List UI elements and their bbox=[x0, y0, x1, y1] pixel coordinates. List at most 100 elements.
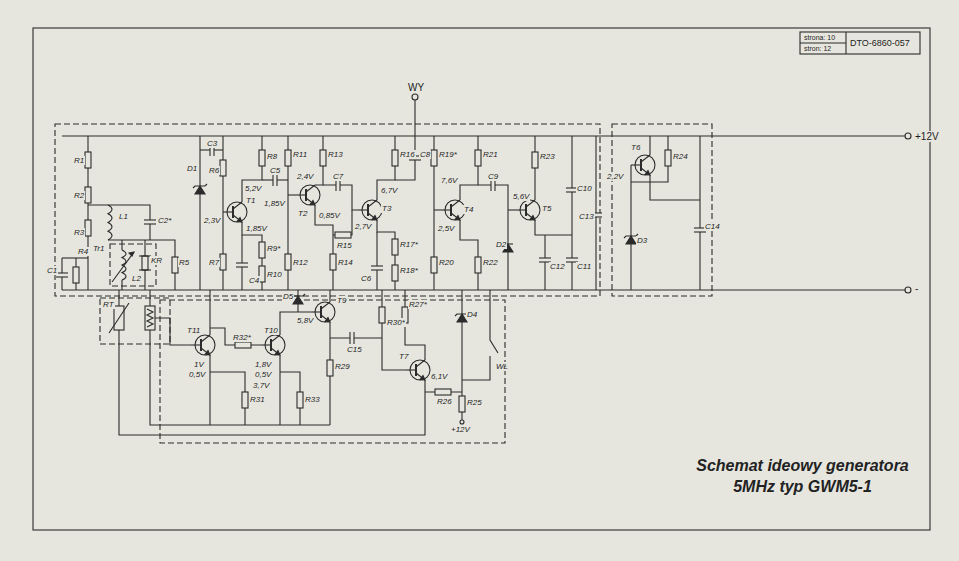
component-label: R16 bbox=[399, 150, 416, 159]
component-label: R9* bbox=[266, 244, 281, 253]
component-label: R1 bbox=[73, 156, 85, 165]
component-label: C6 bbox=[360, 274, 372, 283]
wire bbox=[144, 270, 145, 290]
component-label: 1,8V bbox=[254, 360, 272, 369]
wire bbox=[650, 175, 700, 200]
component-label: KR bbox=[150, 256, 163, 265]
diode-symbol bbox=[193, 184, 207, 194]
component-label: C5 bbox=[269, 166, 281, 175]
component-label: T4 bbox=[463, 205, 474, 214]
supply-rail bbox=[905, 287, 911, 293]
component-label: R33 bbox=[304, 395, 321, 404]
component-label: T9 bbox=[336, 296, 347, 305]
wire bbox=[630, 165, 631, 290]
component-label: R2 bbox=[73, 191, 85, 200]
component-label: R23 bbox=[539, 152, 556, 161]
component-label: C9 bbox=[487, 172, 499, 181]
wire bbox=[62, 94, 700, 435]
component-label: D3 bbox=[636, 236, 648, 245]
wire bbox=[376, 232, 377, 290]
resistor-symbol bbox=[392, 150, 398, 166]
resistor-symbol bbox=[431, 150, 437, 166]
component-label: R25 bbox=[466, 398, 483, 407]
wire bbox=[288, 194, 296, 195]
wire bbox=[460, 136, 478, 200]
component-label: D4 bbox=[466, 310, 478, 319]
resistor-symbol bbox=[73, 150, 671, 412]
component-label: 1V bbox=[193, 360, 205, 369]
capacitor-symbol bbox=[56, 144, 706, 344]
component-label: R32* bbox=[232, 333, 252, 342]
module-outline bbox=[100, 298, 170, 344]
component-label: 2,3V bbox=[203, 216, 221, 225]
component-label: 2,4V bbox=[296, 172, 314, 181]
resistor-symbol bbox=[85, 220, 91, 236]
component-label: R4 bbox=[77, 247, 89, 256]
resistor-symbol bbox=[73, 267, 79, 283]
component-label: 2,2V bbox=[606, 172, 624, 181]
resistor-symbol bbox=[320, 150, 326, 166]
transistor-symbol bbox=[191, 335, 215, 355]
capacitor-symbol bbox=[350, 332, 354, 344]
module-outline bbox=[160, 300, 505, 443]
wire bbox=[108, 240, 175, 290]
component-label: L2 bbox=[131, 274, 142, 283]
wire bbox=[490, 290, 498, 353]
supply-rail bbox=[905, 133, 911, 139]
wire bbox=[119, 330, 425, 435]
wire bbox=[88, 205, 150, 240]
title-block-cell: strona: 10 bbox=[803, 34, 836, 42]
component-label: 3,7V bbox=[252, 381, 270, 390]
resistor-symbol bbox=[259, 150, 265, 166]
wire bbox=[462, 356, 490, 380]
title-block-cell: stron: 12 bbox=[803, 45, 832, 53]
wire bbox=[144, 240, 145, 256]
resistor-symbol bbox=[285, 254, 291, 270]
component-label: 2,5V bbox=[437, 224, 455, 233]
wire bbox=[108, 205, 112, 240]
component-label: R18* bbox=[399, 266, 419, 275]
component-label: C15 bbox=[346, 345, 363, 354]
component-label: C3 bbox=[206, 139, 218, 148]
wire bbox=[535, 220, 572, 235]
component-label: D2 bbox=[495, 240, 507, 249]
wire bbox=[478, 185, 508, 290]
component-label: R7 bbox=[208, 258, 220, 267]
wire bbox=[121, 280, 122, 290]
module-outline bbox=[110, 244, 156, 286]
resistor-symbol bbox=[297, 392, 303, 408]
wire bbox=[412, 94, 418, 100]
drawing-title: Schemat ideowy generatora 5MHz typ GWM5-… bbox=[680, 455, 925, 497]
wire bbox=[329, 290, 330, 302]
component-label: 5,2V bbox=[244, 184, 262, 193]
transistor-symbol bbox=[358, 200, 382, 220]
component-label: C14 bbox=[704, 222, 721, 231]
transistor-symbol bbox=[406, 360, 430, 380]
component-label: R6 bbox=[208, 166, 220, 175]
resistor-symbol bbox=[431, 257, 437, 273]
module-outline bbox=[612, 124, 712, 296]
resistor-symbol bbox=[85, 152, 91, 168]
transistor-symbol bbox=[223, 202, 247, 222]
component-label: L1 bbox=[118, 212, 129, 221]
wire bbox=[150, 330, 330, 425]
component-label: R15 bbox=[336, 241, 353, 250]
capacitor-symbol bbox=[144, 220, 156, 224]
component-label: 6,7V bbox=[380, 186, 398, 195]
component-label: Tr1 bbox=[92, 244, 105, 253]
component-label: 0,85V bbox=[318, 211, 341, 220]
component-label: D1 bbox=[186, 164, 198, 173]
component-label: R30* bbox=[386, 318, 406, 327]
capacitor-symbol bbox=[273, 174, 277, 186]
component-label: 0,5V bbox=[254, 370, 272, 379]
component-label: 5,8V bbox=[296, 316, 314, 325]
component-label: T10 bbox=[263, 326, 279, 335]
wire bbox=[631, 136, 668, 182]
component-label: 7,6V bbox=[440, 176, 458, 185]
resistor-symbol bbox=[259, 242, 265, 258]
wire bbox=[460, 220, 478, 290]
wire bbox=[145, 306, 155, 330]
component-label: 0,5V bbox=[188, 370, 206, 379]
